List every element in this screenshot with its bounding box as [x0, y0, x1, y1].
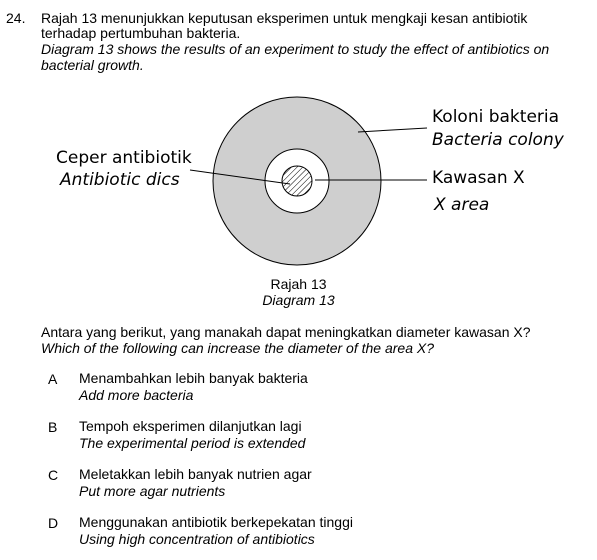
option-letter: C — [48, 467, 59, 483]
antibiotic-disc — [281, 165, 313, 197]
diagram-caption-ms: Rajah 13 — [270, 276, 327, 292]
option-text-en: Put more agar nutrients — [79, 483, 226, 499]
label-area-ms: Kawasan X — [432, 168, 525, 188]
disc-pointer-line — [189, 169, 291, 185]
option-text-ms: Meletakkan lebih banyak nutrien agar — [79, 466, 312, 482]
option-text-en: Add more bacteria — [79, 387, 194, 403]
option-text-ms: Tempoh eksperimen dilanjutkan lagi — [79, 418, 302, 434]
question-stem-ms-line1: Rajah 13 menunjukkan keputusan eksperime… — [41, 10, 528, 26]
question-stem-ms-line2: terhadap pertumbuhan bakteria. — [41, 25, 241, 41]
prompt-ms: Antara yang berikut, yang manakah dapat … — [41, 324, 531, 340]
prompt-en: Which of the following can increase the … — [41, 340, 434, 356]
label-disc-en: Antibiotic dics — [60, 170, 180, 190]
label-disc-ms: Ceper antibiotik — [56, 148, 192, 168]
label-colony-ms: Koloni bakteria — [432, 107, 560, 127]
question-stem-en-line2: bacterial growth. — [41, 57, 144, 73]
option-letter: D — [48, 515, 59, 531]
label-colony-en: Bacteria colony — [432, 130, 564, 150]
option-text-ms: Menggunakan antibiotik berkepekatan ting… — [79, 514, 353, 530]
question-stem-en-line1: Diagram 13 shows the results of an exper… — [41, 41, 550, 57]
option-text-en: The experimental period is extended — [79, 435, 306, 451]
option-text-ms: Menambahkan lebih banyak bakteria — [79, 370, 308, 386]
label-area-en: X area — [434, 195, 490, 215]
option-letter: B — [48, 419, 58, 435]
option-letter: A — [48, 371, 58, 387]
diagram-caption-en: Diagram 13 — [262, 292, 335, 308]
colony-pointer-line — [357, 127, 428, 133]
option-text-en: Using high concentration of antibiotics — [79, 531, 315, 547]
petri-dish-diagram — [189, 96, 428, 266]
question-number: 24. — [6, 10, 26, 26]
